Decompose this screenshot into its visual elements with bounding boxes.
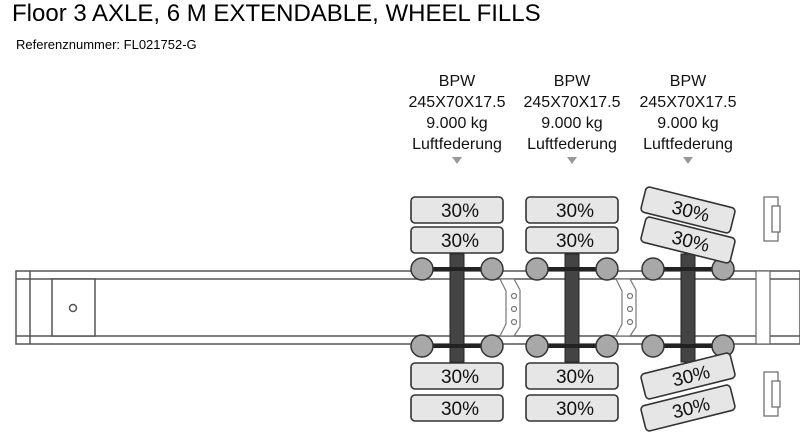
wheel-hub [480, 334, 504, 358]
axle-label: BPW 245X70X17.5 9.000 kg Luftfederung [524, 73, 621, 153]
pointer-arrow-icon [567, 157, 577, 164]
axle-tire-size: 245X70X17.5 [640, 94, 737, 111]
axle-2: BPW 245X70X17.5 9.000 kg Luftfederung 30% 30%… [524, 73, 621, 422]
wheel-hub [410, 257, 434, 281]
kingpin-icon [68, 303, 78, 313]
axle-bar [449, 253, 465, 363]
axle-load: 9.000 kg [426, 115, 487, 132]
tire-1[interactable]: 30% [640, 186, 736, 234]
axle-load: 9.000 kg [657, 115, 718, 132]
axle-suspension: Luftfederung [527, 136, 617, 153]
tire-4[interactable]: 30% [525, 394, 619, 422]
wheel-hub [525, 257, 549, 281]
axle-bar [564, 253, 580, 363]
wheel-hub [525, 334, 549, 358]
axle-spacers [499, 278, 637, 337]
axle-brand: BPW [554, 73, 591, 90]
rear-bumper [755, 196, 781, 417]
tire-4[interactable]: 30% [410, 394, 504, 422]
tire-4[interactable]: 30% [640, 384, 736, 432]
tire-tread-value: 30% [441, 399, 479, 420]
tire-2[interactable]: 30% [410, 226, 504, 254]
wheel-hub [641, 257, 665, 281]
axle-suspension: Luftfederung [412, 136, 502, 153]
wheel-hub [595, 334, 619, 358]
wheel-hub [480, 257, 504, 281]
tire-tread-value: 30% [441, 367, 479, 388]
reference-number: Referenznummer: FL021752-G [16, 37, 197, 52]
tire-tread-value: 30% [441, 231, 479, 252]
pointer-arrow-icon [452, 157, 462, 164]
page-title: Floor 3 AXLE, 6 M EXTENDABLE, WHEEL FILL… [12, 0, 541, 27]
axle-brand: BPW [439, 73, 476, 90]
tire-1[interactable]: 30% [525, 196, 619, 224]
axle-brand: BPW [670, 73, 707, 90]
axle-1: BPW 245X70X17.5 9.000 kg Luftfederung 30% 30%… [409, 73, 506, 422]
pointer-arrow-icon [683, 157, 693, 164]
tire-tread-value: 30% [441, 201, 479, 222]
tire-tread-value: 30% [556, 201, 594, 222]
tire-2[interactable]: 30% [640, 216, 736, 264]
tire-3[interactable]: 30% [525, 362, 619, 390]
axle-load: 9.000 kg [541, 115, 602, 132]
axle-label: BPW 245X70X17.5 9.000 kg Luftfederung [409, 73, 506, 153]
tire-1[interactable]: 30% [410, 196, 504, 224]
axle-tire-size: 245X70X17.5 [409, 94, 506, 111]
wheel-hub [641, 334, 665, 358]
tire-tread-value: 30% [556, 367, 594, 388]
tire-tread-value: 30% [556, 231, 594, 252]
wheel-hub [410, 334, 434, 358]
wheel-hub [595, 257, 619, 281]
tire-tread-value: 30% [556, 399, 594, 420]
trailer-frame [15, 270, 800, 345]
axle-suspension: Luftfederung [643, 136, 733, 153]
tire-3[interactable]: 30% [410, 362, 504, 390]
axle-label: BPW 245X70X17.5 9.000 kg Luftfederung [640, 73, 737, 153]
tire-2[interactable]: 30% [525, 226, 619, 254]
axle-tire-size: 245X70X17.5 [524, 94, 621, 111]
